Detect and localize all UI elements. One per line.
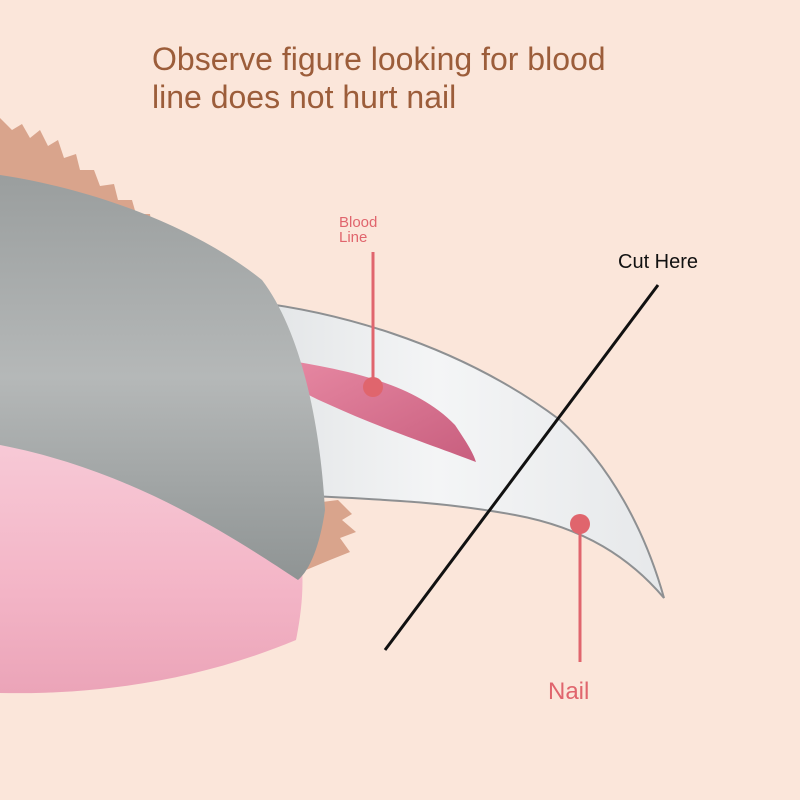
blood-line-label: Blood Line	[339, 215, 377, 245]
nail-label: Nail	[548, 678, 590, 705]
cut-here-label: Cut Here	[618, 251, 699, 273]
blood-line-quick	[275, 358, 476, 462]
blood-line-dot	[363, 377, 383, 397]
title-line-2: line does not hurt nail	[152, 79, 457, 115]
title-line-1: Observe figure looking for blood	[152, 41, 606, 77]
blood-line-label-word-2: Line	[339, 229, 368, 246]
cut-line	[383, 284, 660, 651]
blood-line-label-word-1: Blood	[339, 214, 378, 231]
paw-pad	[0, 445, 303, 694]
page-title: Observe figure looking for blood line do…	[152, 40, 672, 116]
paw-band	[0, 175, 325, 580]
nail-dot	[570, 514, 590, 534]
